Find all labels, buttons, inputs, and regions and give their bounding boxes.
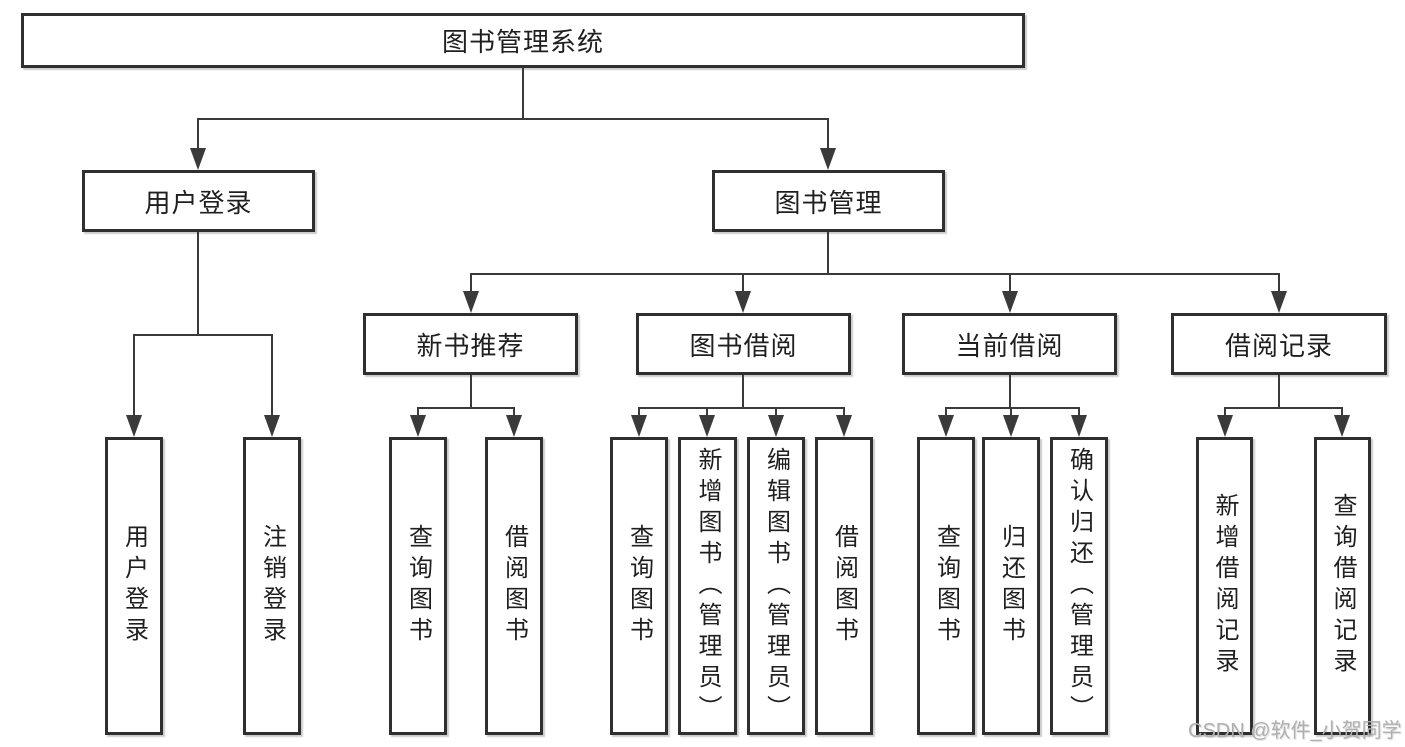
leaf-query-book-borrowing: 查询图书	[610, 437, 668, 735]
arrow-down-icon	[768, 415, 784, 437]
leaf-add-borrow-record: 新增借阅记录	[1196, 437, 1253, 735]
connector-hline	[1224, 407, 1343, 409]
leaf-logout-label: 注销登录	[258, 524, 286, 648]
connector-vline	[470, 273, 472, 293]
leaf-confirm-return-admin-label: 确认归还（管理员）	[1065, 446, 1093, 726]
connector-vline	[522, 68, 524, 118]
arrow-down-icon	[410, 415, 426, 437]
arrow-down-icon	[1003, 415, 1019, 437]
leaf-query-book-current-label: 查询图书	[932, 524, 960, 648]
connector-vline	[742, 273, 744, 293]
arrow-down-icon	[126, 415, 142, 437]
connector-vline	[638, 407, 640, 419]
connector-vline	[1278, 273, 1280, 293]
leaf-edit-book-admin: 编辑图书（管理员）	[747, 437, 805, 735]
node-root-label: 图书管理系统	[441, 27, 604, 57]
connector-vline	[133, 335, 135, 416]
leaf-return-book: 归还图书	[982, 437, 1040, 735]
arrow-down-icon	[735, 291, 751, 313]
leaf-query-book-current: 查询图书	[917, 437, 975, 735]
node-book-management: 图书管理	[712, 170, 945, 232]
connector-vline	[513, 407, 515, 419]
connector-hline	[133, 334, 273, 336]
leaf-query-book-recommend: 查询图书	[389, 437, 447, 735]
connector-vline	[1278, 375, 1280, 408]
arrow-down-icon	[631, 415, 647, 437]
leaf-borrow-book-recommend: 借阅图书	[485, 437, 543, 735]
leaf-confirm-return-admin: 确认归还（管理员）	[1050, 437, 1108, 735]
connector-vline	[1224, 407, 1226, 419]
node-current-borrowing-label: 当前借阅	[955, 330, 1064, 361]
connector-vline	[827, 118, 829, 152]
node-book-management-label: 图书管理	[774, 187, 883, 218]
connector-vline	[945, 407, 947, 419]
connector-hline	[945, 407, 1080, 409]
leaf-borrow-book: 借阅图书	[815, 437, 873, 735]
arrow-down-icon	[938, 415, 954, 437]
node-book-borrowing-label: 图书借阅	[689, 330, 798, 361]
connector-hline	[197, 118, 829, 120]
arrow-down-icon	[264, 415, 280, 437]
node-new-book-recommend-label: 新书推荐	[416, 330, 525, 361]
connector-vline	[470, 375, 472, 408]
arrow-down-icon	[506, 415, 522, 437]
leaf-query-borrow-record: 查询借阅记录	[1314, 437, 1371, 735]
leaf-borrow-book-recommend-label: 借阅图书	[500, 524, 528, 648]
connector-vline	[775, 407, 777, 419]
leaf-return-book-label: 归还图书	[997, 524, 1025, 648]
leaf-query-borrow-record-label: 查询借阅记录	[1329, 493, 1356, 679]
connector-hline	[417, 407, 515, 409]
connector-vline	[197, 232, 199, 335]
connector-vline	[1341, 407, 1343, 419]
node-book-borrowing: 图书借阅	[636, 313, 851, 375]
node-new-book-recommend: 新书推荐	[363, 313, 578, 375]
arrow-down-icon	[699, 415, 715, 437]
arrow-down-icon	[1334, 415, 1350, 437]
connector-vline	[271, 335, 273, 416]
arrow-down-icon	[1002, 291, 1018, 313]
connector-vline	[843, 407, 845, 419]
arrow-down-icon	[463, 291, 479, 313]
leaf-add-borrow-record-label: 新增借阅记录	[1211, 493, 1238, 679]
connector-vline	[1010, 407, 1012, 419]
node-borrowing-records-label: 借阅记录	[1224, 330, 1333, 361]
leaf-logout: 注销登录	[243, 437, 301, 735]
leaf-query-book-recommend-label: 查询图书	[404, 524, 432, 648]
leaf-edit-book-admin-label: 编辑图书（管理员）	[762, 446, 790, 726]
arrow-down-icon	[1071, 415, 1087, 437]
connector-vline	[742, 375, 744, 408]
arrow-down-icon	[836, 415, 852, 437]
connector-vline	[827, 232, 829, 274]
connector-vline	[1009, 273, 1011, 293]
leaf-borrow-book-label: 借阅图书	[830, 524, 858, 648]
node-user-login: 用户登录	[82, 170, 315, 232]
arrow-down-icon	[820, 148, 836, 170]
node-borrowing-records: 借阅记录	[1171, 313, 1387, 375]
node-user-login-label: 用户登录	[144, 187, 253, 218]
leaf-user-login-label: 用户登录	[120, 524, 148, 648]
node-root: 图书管理系统	[21, 13, 1025, 68]
arrow-down-icon	[1217, 415, 1233, 437]
leaf-add-book-admin: 新增图书（管理员）	[678, 437, 737, 735]
connector-hline	[470, 273, 1280, 275]
arrow-down-icon	[1271, 291, 1287, 313]
connector-vline	[1009, 375, 1011, 408]
connector-vline	[197, 118, 199, 152]
connector-vline	[417, 407, 419, 419]
csdn-watermark: CSDN @软件_小贺同学	[1188, 720, 1402, 742]
leaf-user-login: 用户登录	[105, 437, 163, 735]
node-current-borrowing: 当前借阅	[902, 313, 1117, 375]
leaf-add-book-admin-label: 新增图书（管理员）	[694, 446, 721, 726]
connector-hline	[638, 407, 845, 409]
arrow-down-icon	[190, 148, 206, 170]
leaf-query-book-borrowing-label: 查询图书	[625, 524, 653, 648]
connector-vline	[1078, 407, 1080, 419]
connector-vline	[706, 407, 708, 419]
